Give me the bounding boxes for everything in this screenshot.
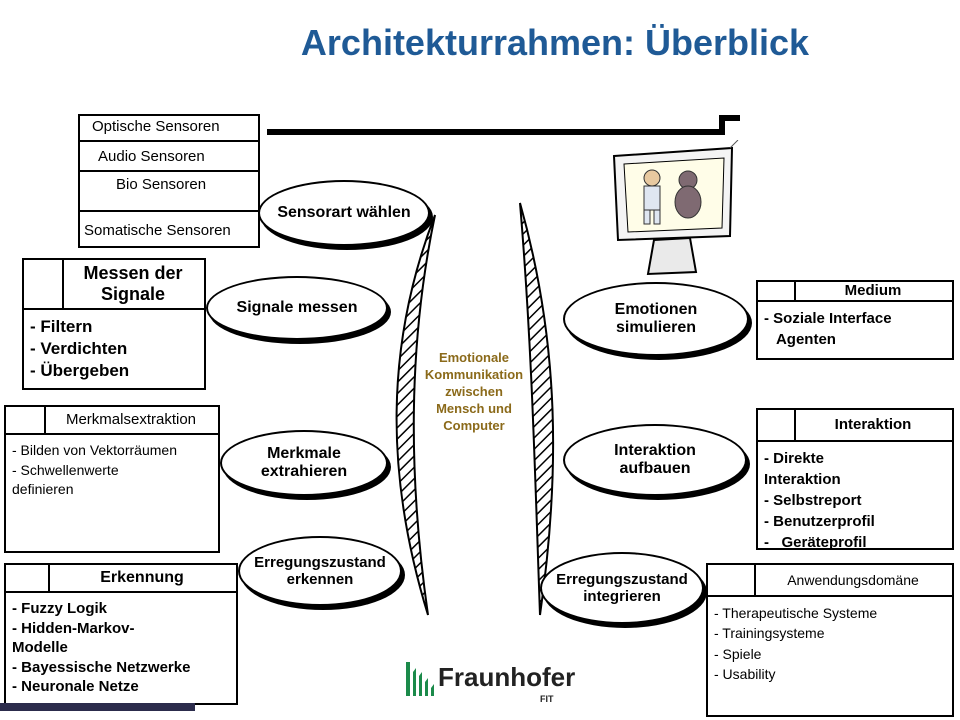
list-item: - Filtern <box>30 317 93 336</box>
list-item: Agenten <box>764 331 836 348</box>
list-item: definieren <box>12 481 74 498</box>
list-item: - Neuronale Netze <box>12 678 139 695</box>
fraunhofer-logo: Fraunhofer FIT <box>406 660 575 710</box>
list-item: - Trainingsysteme <box>714 625 825 642</box>
hatched-arcs <box>395 202 555 616</box>
list-item: - Usability <box>714 665 776 682</box>
sensor-bio: Bio Sensoren <box>80 172 258 212</box>
ellipse-sensorart: Sensorart wählen <box>258 180 430 246</box>
list-item: Interaktion <box>764 471 841 488</box>
ellipse-erregung-integrieren: Erregungszustand integrieren <box>540 552 704 624</box>
ellipse-erregung-erkennen: Erregungszustand erkennen <box>238 536 402 606</box>
list-item: - Selbstreport <box>764 492 862 509</box>
sensor-somatic: Somatische Sensoren <box>84 222 231 239</box>
box-merkmal: Merkmalsextraktion - Bilden von Vektorrä… <box>4 405 220 553</box>
sensor-audio: Audio Sensoren <box>80 142 258 172</box>
fraunhofer-logo-text: Fraunhofer <box>438 662 576 692</box>
list-item: - Hidden-Markov- <box>12 619 135 637</box>
box-interaktion-header: Interaktion <box>834 416 912 434</box>
list-item: - Therapeutische Systeme <box>714 605 878 621</box>
list-item: - Direkte <box>764 450 825 467</box>
box-erkennung: Erkennung - Fuzzy Logik - Hidden-Markov-… <box>4 563 238 705</box>
list-item: - Fuzzy Logik <box>12 600 107 617</box>
list-item: - Verdichten <box>30 339 128 359</box>
ellipse-signale: Signale messen <box>206 276 388 340</box>
list-item: - Bayessische Netzwerke <box>12 658 191 676</box>
footer-bar <box>0 703 195 711</box>
list-item: - Übergeben <box>30 361 130 381</box>
box-medium-header: Medium <box>844 282 902 300</box>
box-anwendung: Anwendungsdomäne - Therapeutische System… <box>706 563 954 717</box>
box-interaktion: Interaktion - Direkte Interaktion - Selb… <box>756 408 954 551</box>
list-item: - Spiele <box>714 645 762 662</box>
list-item: - Benutzerprofil <box>764 513 875 530</box>
list-item: - Soziale Interface <box>764 310 892 327</box>
box-erkennung-header: Erkennung <box>100 568 184 586</box>
box-merkmal-header: Merkmalsextraktion <box>65 411 197 429</box>
sensor-box: Optische Sensoren Audio Sensoren Bio Sen… <box>78 114 260 248</box>
center-text: Emotionale Kommunikation zwischen Mensch… <box>424 350 524 433</box>
fraunhofer-logo-sub: FIT <box>540 694 554 704</box>
fraunhofer-logo-mark <box>406 662 434 696</box>
sensor-optical: Optische Sensoren <box>80 116 258 142</box>
ellipse-merkmale: Merkmale extrahieren <box>220 430 388 496</box>
ellipse-emotionen: Emotionen simulieren <box>563 282 749 356</box>
list-item: - Bilden von Vektorräumen <box>12 442 177 458</box>
list-item: - Schwellenwerte <box>12 461 119 478</box>
ellipse-interaktion: Interaktion aufbauen <box>563 424 747 496</box>
top-connector <box>267 115 740 135</box>
monitor-illustration <box>612 140 739 276</box>
list-item: Modelle <box>12 639 68 656</box>
box-medium: Medium - Soziale Interface Agenten <box>756 280 954 360</box>
box-anwendung-header: Anwendungsdomäne <box>787 571 919 588</box>
box-messen: Messen der Signale - Filtern - Verdichte… <box>22 258 206 390</box>
list-item: - Geräteprofil <box>764 534 867 551</box>
page-title: Architekturrahmen: Überblick <box>300 22 810 63</box>
box-messen-header: Messen der Signale <box>83 263 183 304</box>
